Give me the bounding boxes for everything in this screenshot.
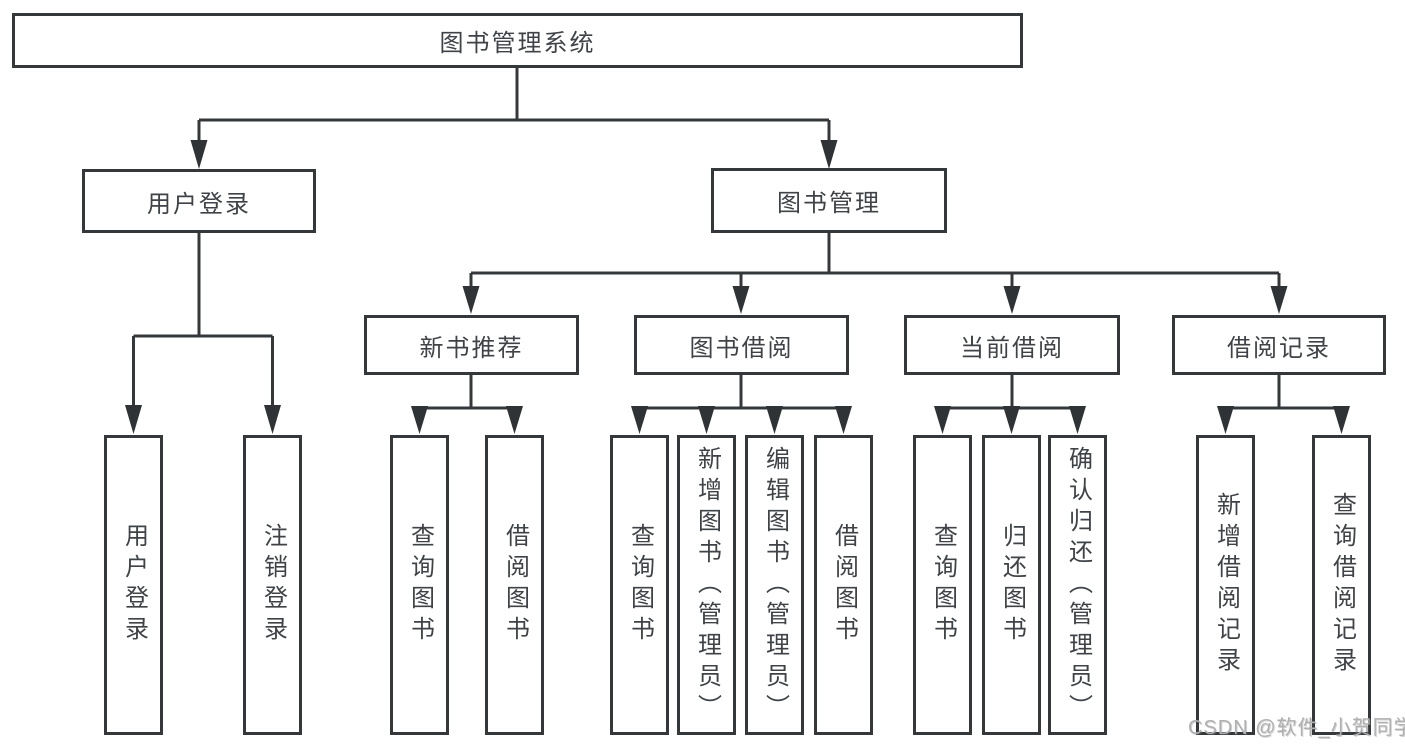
leaf-edit-book-admin: 编辑图书（管理员） — [745, 435, 804, 735]
leaf-newbook-query-books: 查询图书 — [390, 435, 449, 735]
leaf-logout: 注销登录 — [243, 435, 302, 735]
node-borrow-records: 借阅记录 — [1172, 315, 1386, 375]
node-user-login: 用户登录 — [82, 169, 316, 233]
leaf-user-login: 用户登录 — [104, 435, 163, 735]
node-root-library-system: 图书管理系统 — [12, 13, 1023, 68]
leaf-current-query-books: 查询图书 — [913, 435, 972, 735]
leaf-confirm-return-admin: 确认归还（管理员） — [1048, 435, 1107, 735]
node-new-book-recommend: 新书推荐 — [364, 315, 579, 375]
node-book-borrowing: 图书借阅 — [634, 315, 849, 375]
leaf-add-book-admin: 新增图书（管理员） — [677, 435, 736, 735]
leaf-borrowing-borrow-books: 借阅图书 — [814, 435, 873, 735]
leaf-add-borrow-record: 新增借阅记录 — [1196, 435, 1255, 735]
leaf-return-books: 归还图书 — [982, 435, 1041, 735]
leaf-borrowing-query-books: 查询图书 — [610, 435, 669, 735]
leaf-newbook-borrow-books: 借阅图书 — [485, 435, 544, 735]
arrowheads — [125, 140, 1350, 434]
leaf-query-borrow-record: 查询借阅记录 — [1312, 435, 1371, 735]
csdn-watermark: CSDN @软件_小贺同学 — [1188, 717, 1405, 739]
node-current-borrowing: 当前借阅 — [904, 315, 1120, 375]
node-book-management: 图书管理 — [711, 168, 947, 233]
